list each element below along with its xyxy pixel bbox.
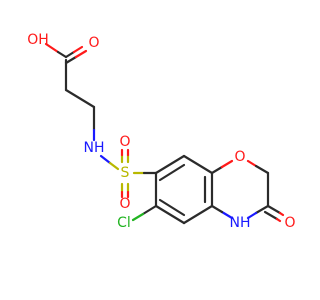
bond-lactam-co-b2 <box>275 217 282 223</box>
bond-lactam-co-a2 <box>278 211 285 217</box>
molecule-svg: OH O NH S O O O Cl NH O <box>27 32 295 231</box>
bond-ring-2 <box>182 154 214 175</box>
bond-ch2-ch2 <box>64 88 96 109</box>
atom-nh-lactam: NH <box>230 215 251 231</box>
bond-c-o-ring2 <box>220 159 234 169</box>
bond-oh-c <box>44 42 60 54</box>
bond-ring-5 <box>154 204 186 225</box>
bond-c-cl2 <box>131 212 145 222</box>
bond-ring-4 <box>182 204 214 225</box>
bond-oh-c2 <box>56 50 68 59</box>
bond-o-ch2-2 <box>254 164 270 175</box>
atom-o-carboxyl: O <box>88 35 99 51</box>
atom-o-s-top: O <box>119 134 130 150</box>
bond-c-nh2 <box>246 211 258 220</box>
bond-c-o-double-b2 <box>74 49 88 59</box>
bond-o-ch2 <box>246 159 258 168</box>
atom-s: S <box>121 165 130 181</box>
bond-c-nh <box>254 204 270 215</box>
bond-lactam-co-b <box>263 210 279 221</box>
molecule-diagram: OH O NH S O O O Cl NH O <box>27 32 295 231</box>
bond-ring-5-inner <box>158 198 186 217</box>
bond-nh-c2 <box>210 204 224 214</box>
atom-o-s-bottom: O <box>119 196 130 212</box>
bond-c-o-double-b <box>64 55 78 65</box>
atom-o-lactam: O <box>284 215 295 231</box>
bond-c-o-double-a2 <box>72 45 84 54</box>
atom-cl: Cl <box>117 215 131 231</box>
bond-n-s <box>99 154 112 165</box>
bond-nh-c <box>220 210 234 220</box>
bond-n-s2 <box>108 161 120 171</box>
bond-c-o-double-a <box>64 50 76 59</box>
bond-ring-1-inner <box>158 163 186 182</box>
atom-oh: OH <box>27 32 49 48</box>
bond-ring-1 <box>154 154 186 175</box>
bond-c-o-ring <box>210 165 224 175</box>
bond-lactam-co-a <box>266 204 282 215</box>
bond-c-cl <box>141 204 158 216</box>
atom-o-ring: O <box>234 149 245 165</box>
atom-nh-sulfonamide: NH <box>84 140 105 156</box>
